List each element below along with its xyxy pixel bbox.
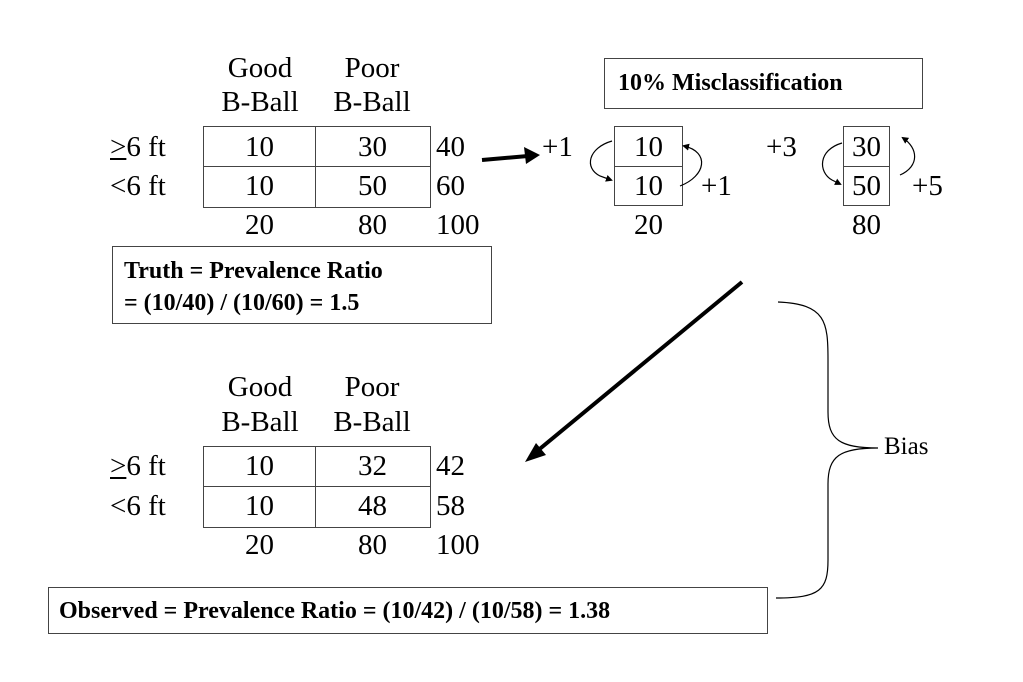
left-add-bottom: +1 [701,170,732,202]
bottom-cell-r2c1: 10 [245,490,274,522]
bias-label: Bias [884,433,929,460]
bottom-cell-r1c1: 10 [245,450,274,482]
top-grand-total: 100 [436,209,480,241]
top-cell-r1c2: 30 [358,131,387,163]
bottom-table-col-divider [315,446,316,527]
observed-box: Observed = Prevalence Ratio = (10/42) / … [48,587,768,634]
bottom-cell-r1c2: 32 [358,450,387,482]
right-mini-bottom: 50 [852,170,881,202]
top-row2-total: 60 [436,170,465,202]
curved-arrow-right-down-icon [822,142,843,185]
top-cell-r1c1: 10 [245,131,274,163]
top-col-header-poor-line2: B-Ball [333,86,411,118]
top-table-row-divider [203,166,430,167]
curved-arrow-right-up-icon [899,136,916,176]
bottom-row2-total: 58 [436,490,465,522]
bottom-col-header-good-line1: Good [227,371,293,403]
top-cell-r2c2: 50 [358,170,387,202]
right-mini-total: 80 [852,209,881,241]
bottom-col-header-poor-line1: Poor [344,371,400,403]
truth-line2: = (10/40) / (10/60) = 1.5 [124,290,360,316]
bottom-col-header-poor-line2: B-Ball [333,406,411,438]
bottom-row-label-ge6: >6 ft [110,450,166,482]
top-col-header-good-line1: Good [227,52,293,84]
top-col1-total: 20 [245,209,274,241]
misclassification-title-box: 10% Misclassification [604,58,923,109]
bottom-col2-total: 80 [358,529,387,561]
bottom-table-grid [203,446,431,528]
arrow-right-icon [481,147,540,164]
left-mini-bottom: 10 [634,170,663,202]
left-mini-total: 20 [634,209,663,241]
top-cell-r2c1: 10 [245,170,274,202]
top-col2-total: 80 [358,209,387,241]
misclassification-title: 10% Misclassification [618,70,843,96]
bias-brace-icon [775,301,879,599]
right-add-top: +3 [766,131,797,163]
top-table-col-divider [315,126,316,207]
top-row-label-lt6: <6 ft [110,170,166,202]
truth-line1: Truth = Prevalence Ratio [124,258,383,284]
bottom-table-row-divider [203,486,430,487]
top-table-grid [203,126,431,208]
bottom-row1-total: 42 [436,450,465,482]
curved-arrow-left-down-icon [589,140,613,182]
top-row1-total: 40 [436,131,465,163]
top-row-label-ge6: >6 ft [110,131,166,163]
bottom-row-label-lt6: <6 ft [110,490,166,522]
left-mini-divider [614,166,683,167]
bottom-col1-total: 20 [245,529,274,561]
bottom-grand-total: 100 [436,529,480,561]
observed-text: Observed = Prevalence Ratio = (10/42) / … [59,598,611,624]
right-mini-top: 30 [852,131,881,163]
left-mini-top: 10 [634,131,663,163]
top-col-header-good-line2: B-Ball [221,86,299,118]
bottom-col-header-good-line2: B-Ball [221,406,299,438]
right-add-bottom: +5 [912,170,943,202]
top-col-header-poor-line1: Poor [344,52,400,84]
right-mini-divider [843,166,890,167]
curved-arrow-left-up-icon [679,143,703,187]
left-add-top: +1 [542,131,573,163]
arrow-diagonal-icon [525,280,744,462]
bottom-cell-r2c2: 48 [358,490,387,522]
truth-box: Truth = Prevalence Ratio = (10/40) / (10… [112,246,492,324]
